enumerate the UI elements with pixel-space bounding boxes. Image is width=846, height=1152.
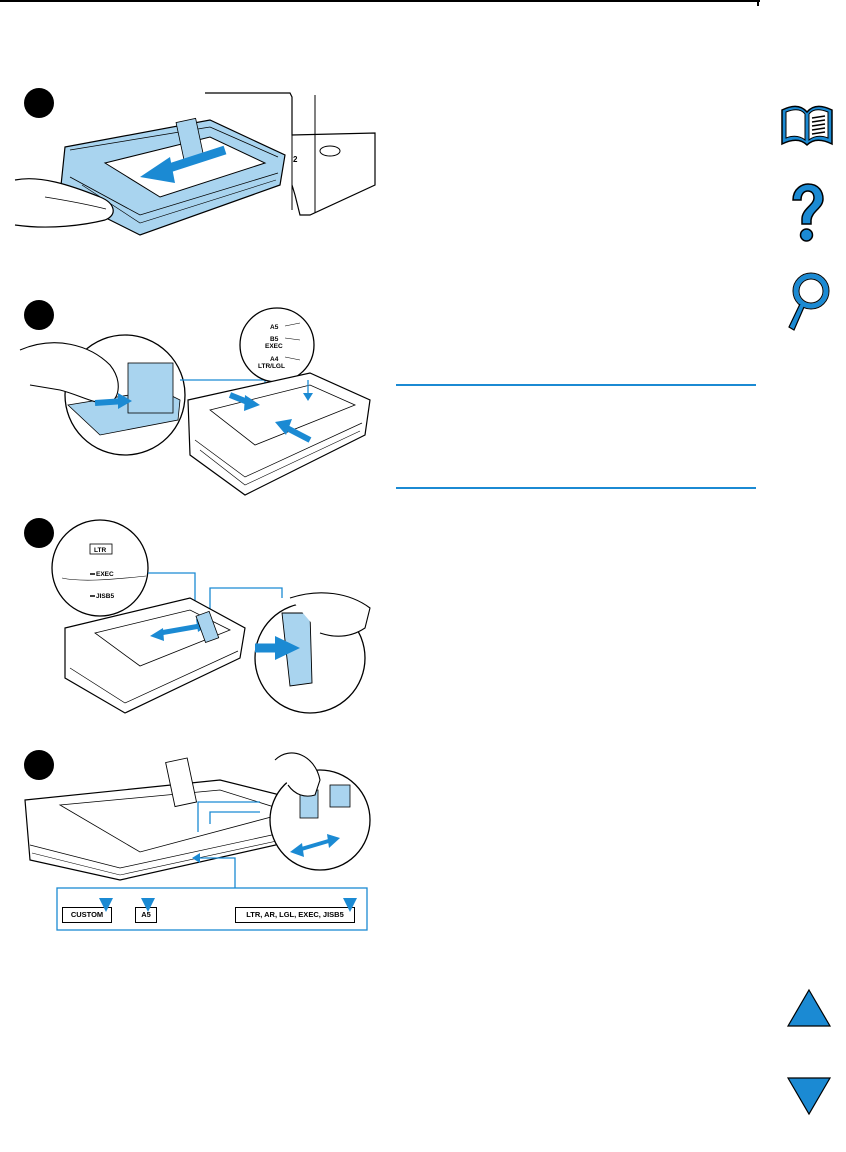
callout-b5: B5 [270, 336, 279, 343]
section-rule-top [396, 384, 756, 386]
callout-ltr: LTR [94, 547, 106, 554]
size-labels: CUSTOM A5 LTR, AR, LGL, EXEC, JISB5 [57, 888, 367, 930]
help-icon[interactable] [787, 182, 827, 244]
magnifier-icon[interactable] [785, 272, 831, 334]
callout-a4: A4 [270, 356, 279, 363]
down-arrow-icon[interactable] [786, 1076, 832, 1116]
callout-jisb5: JISB5 [96, 593, 114, 600]
step-2-illustration: A5 B5 EXEC A4 LTR/LGL [10, 305, 390, 500]
callout-a5: A5 [270, 324, 279, 331]
callout-exec-3: EXEC [96, 571, 114, 578]
up-arrow-icon[interactable] [786, 988, 832, 1028]
label-pointers [57, 888, 367, 930]
step-3-illustration: LTR EXEC JISB5 [50, 518, 380, 718]
top-rule-tick [757, 0, 759, 6]
section-rule-bottom [396, 487, 756, 489]
callout-exec: EXEC [265, 343, 283, 350]
top-rule [0, 0, 760, 2]
step-1-illustration: 2 [10, 85, 390, 250]
callout-ltr-lgl: LTR/LGL [258, 363, 285, 370]
book-icon[interactable] [778, 100, 836, 148]
tray-number: 2 [293, 155, 298, 164]
